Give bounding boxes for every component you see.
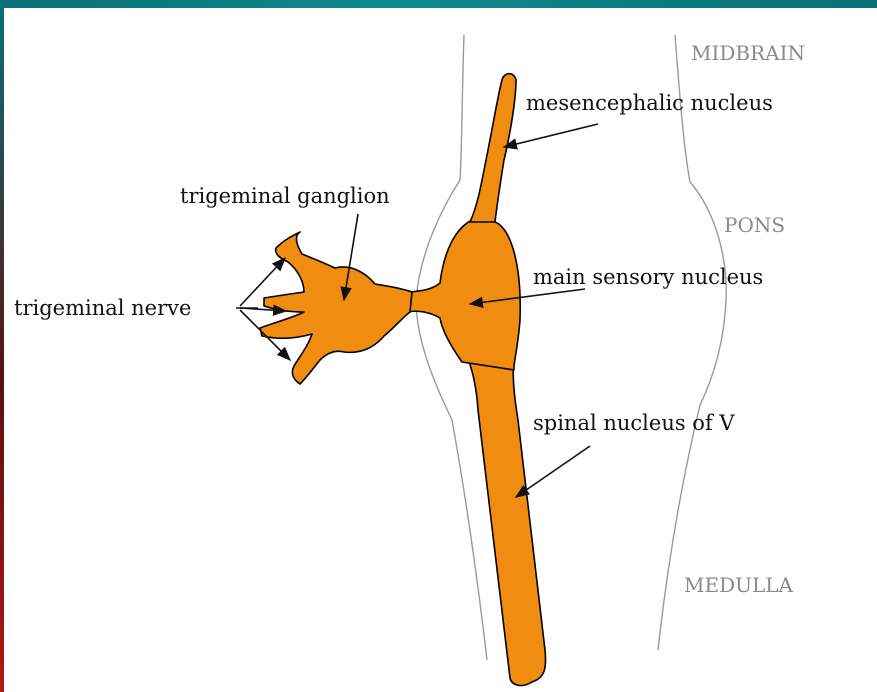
- region-label-medulla: MEDULLA: [684, 573, 794, 597]
- trigeminal-ganglion-shape: [260, 232, 412, 384]
- brainstem-right-edge: [658, 35, 726, 650]
- label-trigeminal-nerve: trigeminal nerve: [14, 296, 191, 320]
- region-label-pons: PONS: [724, 213, 785, 237]
- main-sensory-nucleus-shape: [408, 219, 520, 370]
- arrow-mesencephalic: [504, 124, 598, 147]
- label-trigeminal-ganglion: trigeminal ganglion: [180, 184, 390, 208]
- label-main-sensory-nucleus: main sensory nucleus: [533, 265, 763, 289]
- spinal-nucleus-shape: [460, 340, 546, 685]
- label-spinal-nucleus: spinal nucleus of V: [533, 411, 735, 435]
- mesencephalic-nucleus-shape: [470, 74, 516, 222]
- trigeminal-nucleus-shape: [260, 74, 546, 686]
- region-label-midbrain: MIDBRAIN: [691, 41, 805, 65]
- label-mesencephalic-nucleus: mesencephalic nucleus: [526, 91, 773, 115]
- arrow-spinal: [516, 446, 590, 497]
